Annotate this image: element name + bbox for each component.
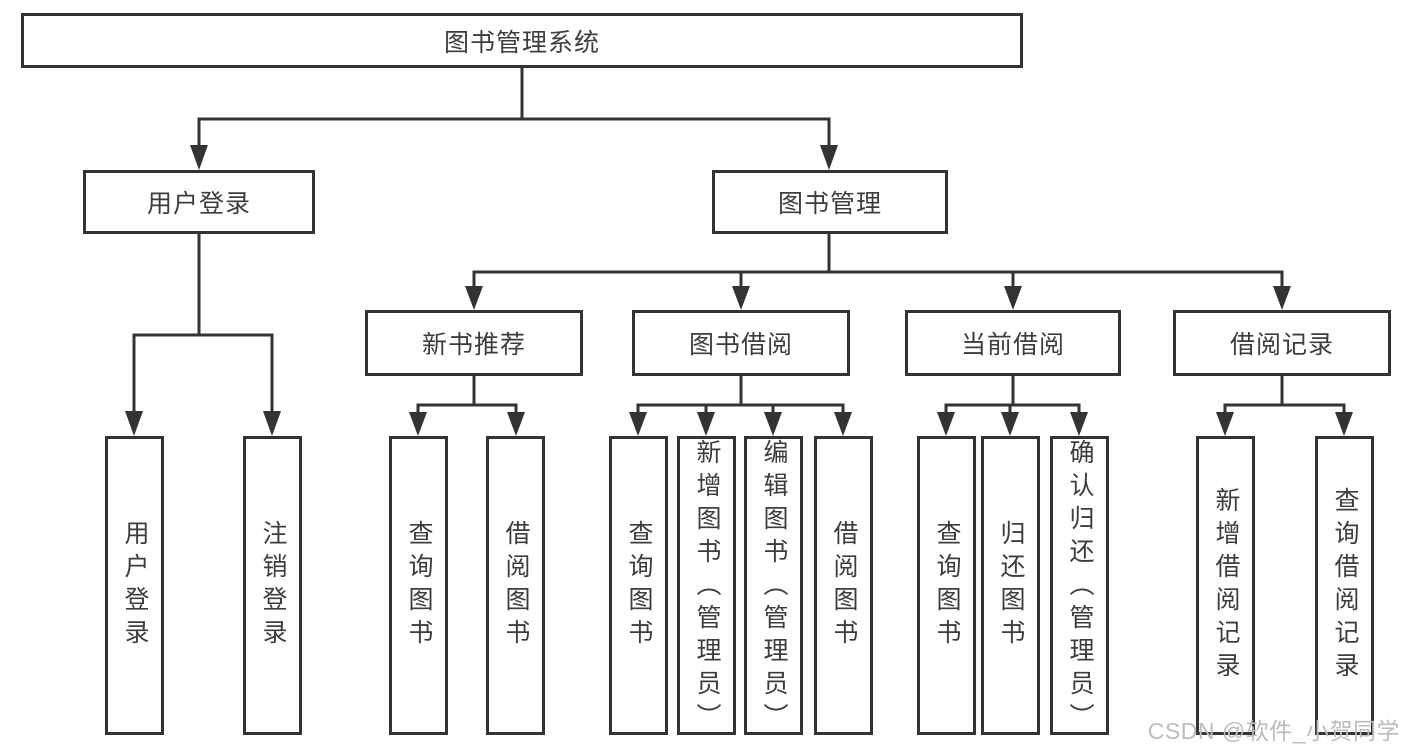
leaf-user-login: 用户登录 [105,436,164,735]
leaf-add-borrow-record-label: 新增借阅记录 [1212,486,1240,685]
leaf-add-borrow-record: 新增借阅记录 [1196,436,1255,735]
node-root-system: 图书管理系统 [21,13,1023,68]
leaf-add-book-admin-label: 新增图书（管理员） [693,439,721,736]
leaf-add-book-admin: 新增图书（管理员） [677,436,736,736]
leaf-borrow-book-recommend-label: 借阅图书 [502,519,530,652]
node-borrow-record: 借阅记录 [1173,310,1391,376]
leaf-query-book-current-label: 查询图书 [933,519,961,652]
leaf-query-book-borrow: 查询图书 [609,436,668,735]
leaf-return-book: 归还图书 [981,436,1040,735]
node-new-book-recommend: 新书推荐 [365,310,583,376]
leaf-user-login-label: 用户登录 [121,519,149,652]
leaf-logout-label: 注销登录 [259,519,287,652]
node-user-login: 用户登录 [83,170,315,234]
leaf-borrow-book-recommend: 借阅图书 [486,436,545,735]
leaf-borrow-book-label: 借阅图书 [830,519,858,652]
node-book-borrow: 图书借阅 [632,310,850,376]
leaf-query-book-recommend-label: 查询图书 [405,519,433,652]
leaf-borrow-book: 借阅图书 [814,436,873,735]
leaf-query-book-borrow-label: 查询图书 [625,519,653,652]
leaf-query-book-recommend: 查询图书 [389,436,448,735]
leaf-logout: 注销登录 [243,436,302,735]
leaf-query-borrow-record: 查询借阅记录 [1315,436,1374,735]
leaf-edit-book-admin: 编辑图书（管理员） [744,436,803,736]
leaf-return-book-label: 归还图书 [997,519,1025,652]
node-book-management: 图书管理 [712,170,948,234]
watermark-text: CSDN @软件_小贺同学 [1147,718,1400,744]
leaf-query-borrow-record-label: 查询借阅记录 [1331,486,1359,685]
leaf-confirm-return-admin: 确认归还（管理员） [1050,436,1109,736]
leaf-confirm-return-admin-label: 确认归还（管理员） [1066,439,1094,736]
leaf-edit-book-admin-label: 编辑图书（管理员） [760,439,788,736]
leaf-query-book-current: 查询图书 [917,436,976,735]
node-current-borrow: 当前借阅 [905,310,1121,376]
